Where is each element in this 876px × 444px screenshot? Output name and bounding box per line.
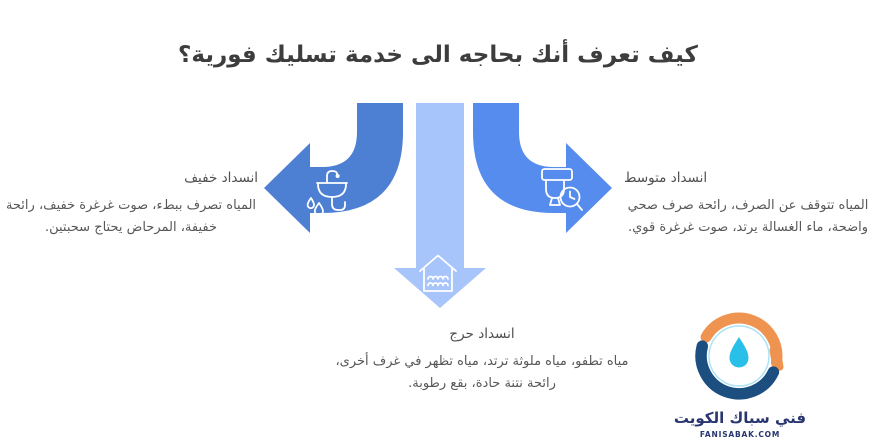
section-light-blockage: انسداد خفيف المياه تصرف ببطء، صوت غرغرة … bbox=[0, 170, 262, 239]
down-arrow bbox=[394, 103, 486, 308]
pipe-drop-logo-icon bbox=[695, 312, 784, 400]
section-medium-heading: انسداد متوسط bbox=[624, 170, 708, 186]
section-critical-body: مياه تطفو، مياه ملوثة ترتد، مياه تظهر في… bbox=[335, 354, 629, 392]
flooded-house-icon bbox=[419, 254, 457, 292]
sink-icon bbox=[306, 170, 348, 217]
toilet-clock-icon bbox=[541, 168, 583, 211]
brand-domain: FANISABAK.COM bbox=[699, 430, 781, 439]
brand-name: فني سباك الكويت bbox=[673, 409, 807, 427]
section-critical-heading: انسداد حرج bbox=[449, 326, 515, 342]
section-medium-body: المياه تتوقف عن الصرف، رائحة صرف صحي واض… bbox=[627, 198, 869, 236]
left-curved-arrow bbox=[264, 103, 403, 233]
section-light-body: المياه تصرف ببطء، صوت غرغرة خفيف، رائحة … bbox=[5, 198, 257, 236]
section-medium-blockage: انسداد متوسط المياه تتوقف عن الصرف، رائح… bbox=[622, 170, 874, 239]
section-critical-blockage: انسداد حرج مياه تطفو، مياه ملوثة ترتد، م… bbox=[322, 326, 642, 395]
right-curved-arrow bbox=[473, 103, 612, 233]
brand-logo: فني سباك الكويت FANISABAK.COM bbox=[670, 308, 810, 439]
section-light-heading: انسداد خفيف bbox=[184, 170, 258, 186]
page-title: كيف تعرف أنك بحاجه الى خدمة تسليك فورية؟ bbox=[178, 42, 698, 68]
